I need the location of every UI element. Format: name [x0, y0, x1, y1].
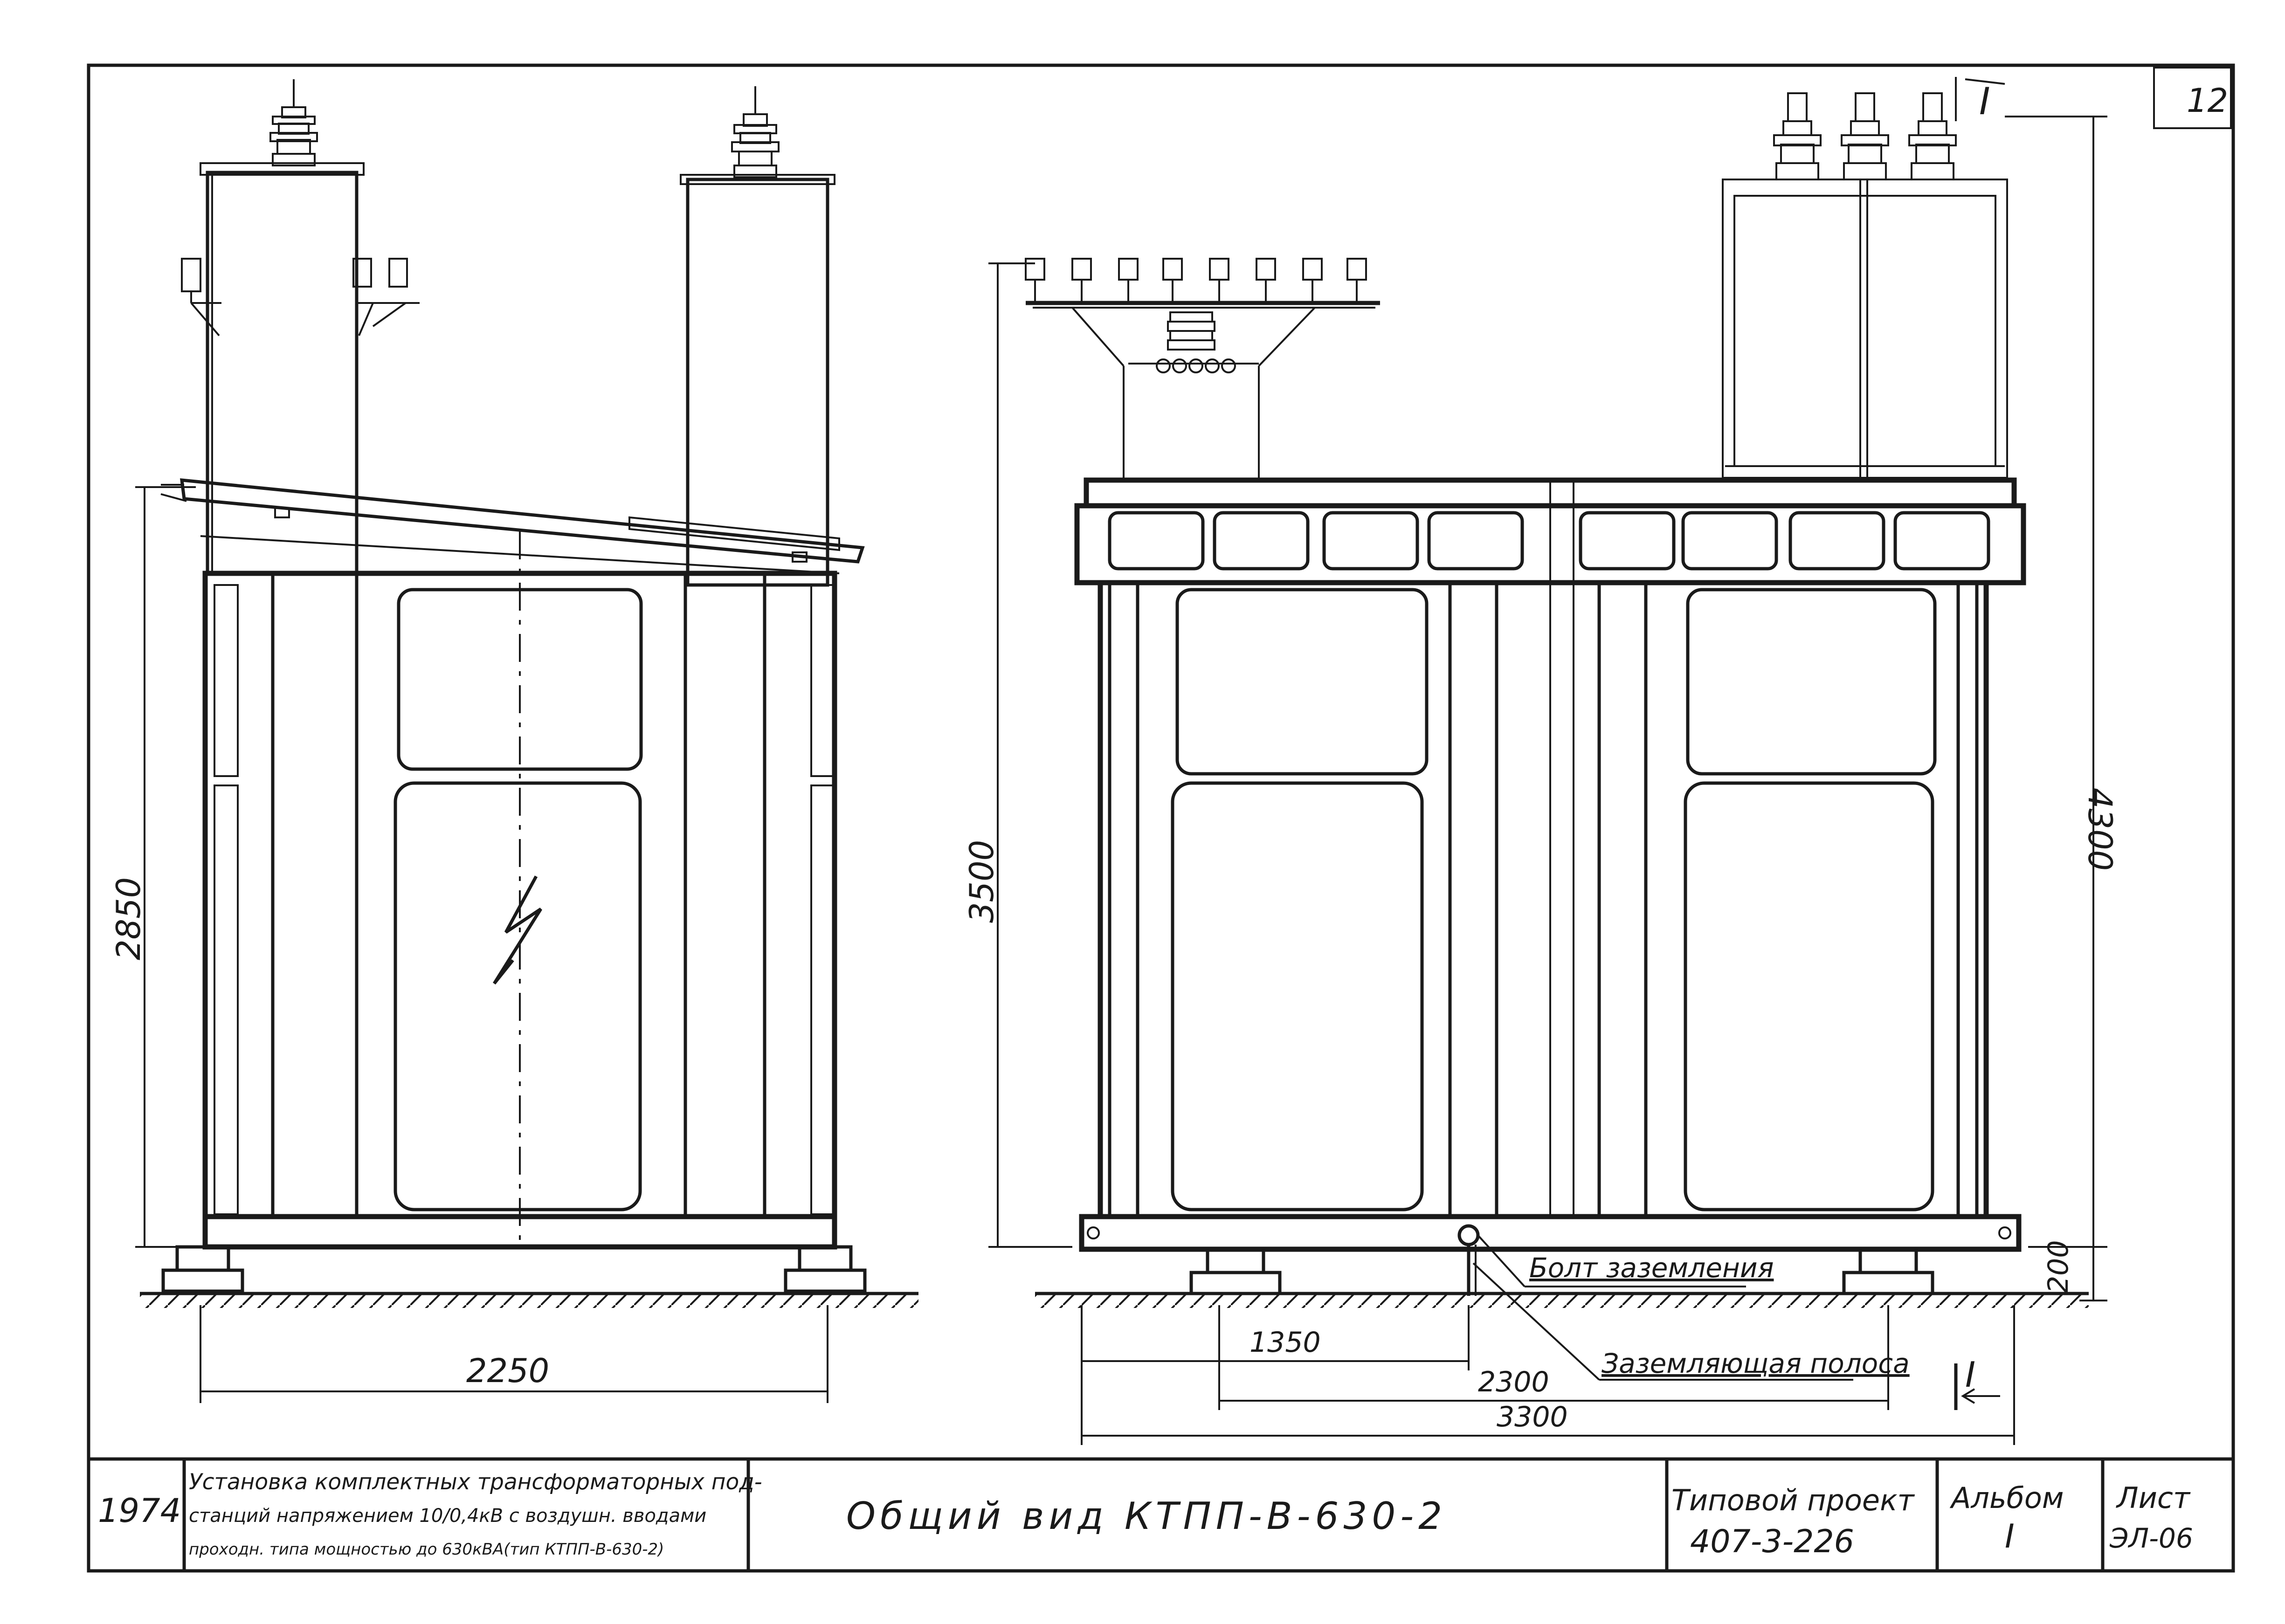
title-year: 1974 [98, 1492, 181, 1530]
sheet-number: 12 [2187, 82, 2228, 120]
title-album-value: I [2005, 1517, 2015, 1555]
section-mark-bottom-label: I [1965, 1354, 1975, 1395]
section-mark-top-label: I [1979, 80, 1990, 123]
dim-offset-1350: 1350 [1250, 1326, 1321, 1359]
bushing-left [269, 79, 318, 166]
dim-side-height: 2850 [110, 877, 148, 960]
title-project-number: 407-3-226 [1690, 1523, 1854, 1560]
transformer-frame [1722, 92, 2008, 479]
title-project-label: Типовой проект [1671, 1483, 1915, 1517]
callout-grounding-strip: Заземляющая полоса [1602, 1348, 1910, 1379]
section-mark-bottom: I [1954, 1354, 2000, 1410]
title-sheet-code: ЭЛ-06 [2109, 1522, 2193, 1554]
title-description-line2: станций напряжением 10/0,4кВ с воздушн. … [189, 1505, 706, 1527]
callout-grounding-bolt: Болт заземления [1529, 1252, 1774, 1284]
title-sheet-label: Лист [2116, 1481, 2191, 1515]
front-view: 3500 4300 200 Болт заземления Заземляюща… [963, 92, 2119, 1445]
title-description-line3: проходн. типа мощностью до 630кВА(тип КТ… [189, 1540, 664, 1559]
section-mark-top: I [1955, 77, 2005, 123]
side-insulators [181, 258, 420, 337]
dim-front-height-left: 3500 [963, 840, 1001, 923]
dim-offset-2300: 2300 [1478, 1366, 1549, 1398]
insulator-rack [1025, 258, 1380, 480]
title-drawing-name: Общий вид КТПП-В-630-2 [846, 1494, 1447, 1538]
dim-side-width: 2250 [466, 1352, 549, 1390]
title-block: 1974 Установка комплектных трансформатор… [89, 1457, 2233, 1571]
side-view: 2850 2250 [110, 79, 918, 1403]
dim-overall-width: 3300 [1497, 1401, 1568, 1433]
dim-base-height: 200 [2042, 1240, 2075, 1294]
dim-front-height-right: 4300 [2081, 788, 2119, 871]
title-description-line1: Установка комплектных трансформаторных п… [189, 1469, 762, 1495]
lightning-icon [493, 875, 542, 985]
title-album-label: Альбом [1949, 1481, 2064, 1515]
bushing-right [731, 86, 780, 178]
sheet-frame: 12 [87, 63, 2235, 1573]
